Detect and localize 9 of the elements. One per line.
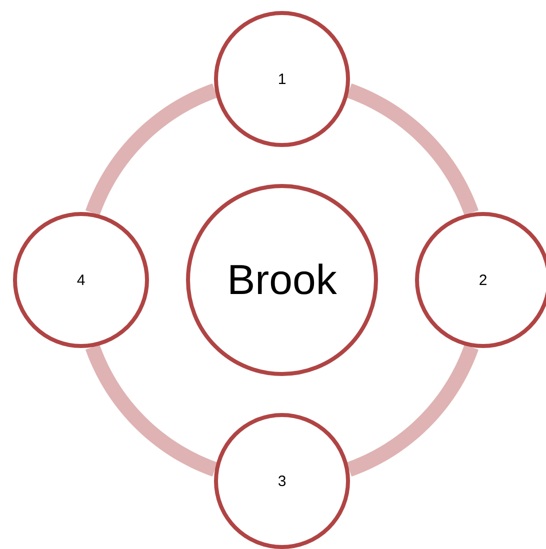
connector-arc bbox=[85, 83, 218, 216]
node-label: 4 bbox=[76, 272, 86, 288]
node-label: 1 bbox=[278, 70, 286, 88]
connector-arc bbox=[346, 83, 479, 216]
node-label: 3 bbox=[278, 472, 286, 490]
connector-arc bbox=[85, 344, 218, 477]
node-label: 2 bbox=[478, 272, 488, 288]
node-label: Brook bbox=[227, 256, 337, 304]
connector-arc bbox=[346, 344, 479, 477]
